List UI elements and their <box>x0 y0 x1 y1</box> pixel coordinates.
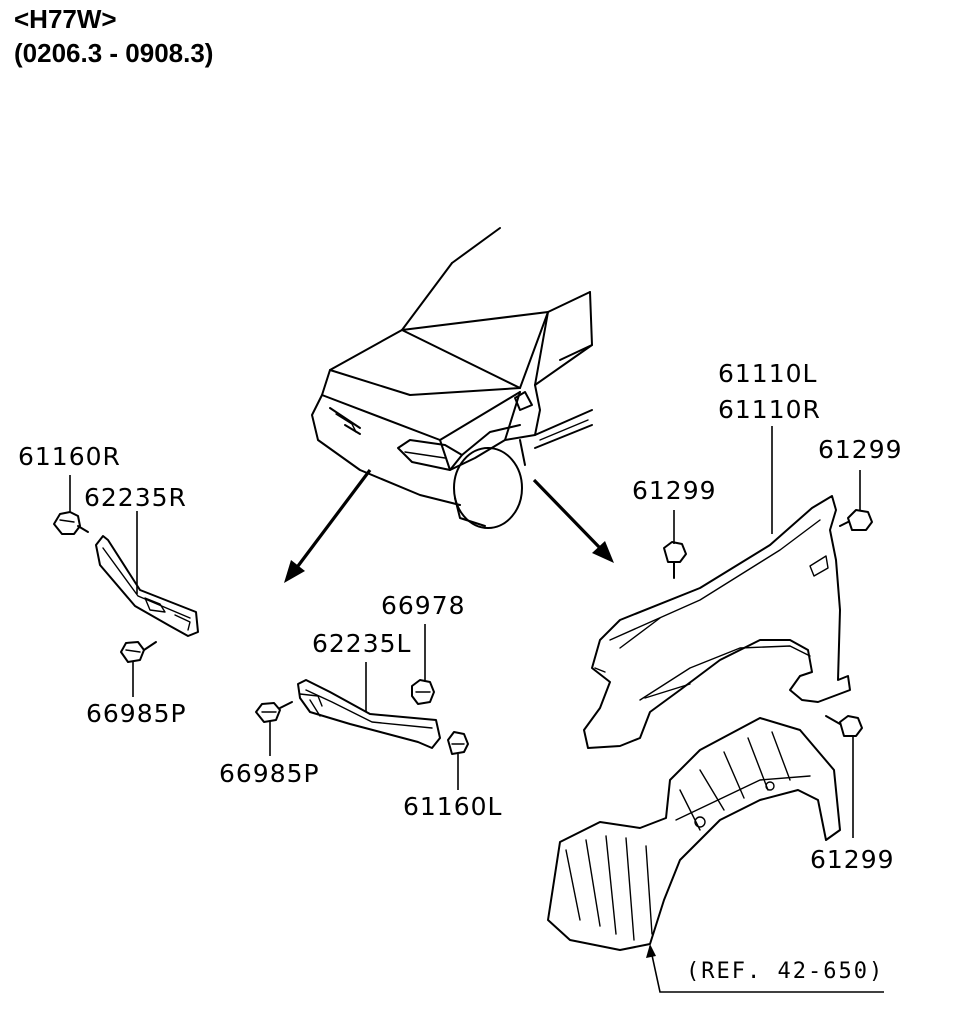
label-61299-top-right: 61299 <box>818 435 903 464</box>
label-66985P-left: 66985P <box>219 759 320 788</box>
clip-61160R-icon <box>53 511 89 535</box>
label-66985P-right: 66985P <box>86 699 187 728</box>
label-61160R: 61160R <box>18 442 121 471</box>
label-61110R: 61110R <box>718 395 821 424</box>
bracket-62235R-icon <box>95 535 199 637</box>
direction-arrow-left <box>284 469 372 583</box>
label-ref-42-650: (REF. 42-650) <box>686 959 884 984</box>
fender-61110-icon <box>583 495 851 749</box>
label-61299-top: 61299 <box>632 476 717 505</box>
label-61160L: 61160L <box>403 792 502 821</box>
wheel-liner-icon <box>547 717 841 951</box>
screw-66985P-left-icon <box>255 701 293 723</box>
screw-66985P-right-icon <box>120 641 157 663</box>
production-period: (0206.3 - 0908.3) <box>14 38 214 68</box>
label-62235R: 62235R <box>84 483 187 512</box>
bracket-62235L-icon <box>297 679 441 749</box>
leader-ref-42-650 <box>649 945 884 993</box>
label-61110L: 61110L <box>718 359 817 388</box>
label-66978: 66978 <box>381 591 466 620</box>
screw-61299-top-right-icon <box>839 509 873 531</box>
vehicle-front-illustration <box>311 227 593 529</box>
screw-61299-bottom-icon <box>825 715 863 737</box>
clip-61160L-icon <box>447 731 469 755</box>
label-61299-bottom: 61299 <box>810 845 895 874</box>
label-62235L: 62235L <box>312 629 411 658</box>
direction-arrow-right <box>532 478 614 563</box>
clip-66978-icon <box>411 679 435 705</box>
model-code: <H77W> <box>14 4 117 34</box>
screw-61299-top-icon <box>663 541 687 579</box>
